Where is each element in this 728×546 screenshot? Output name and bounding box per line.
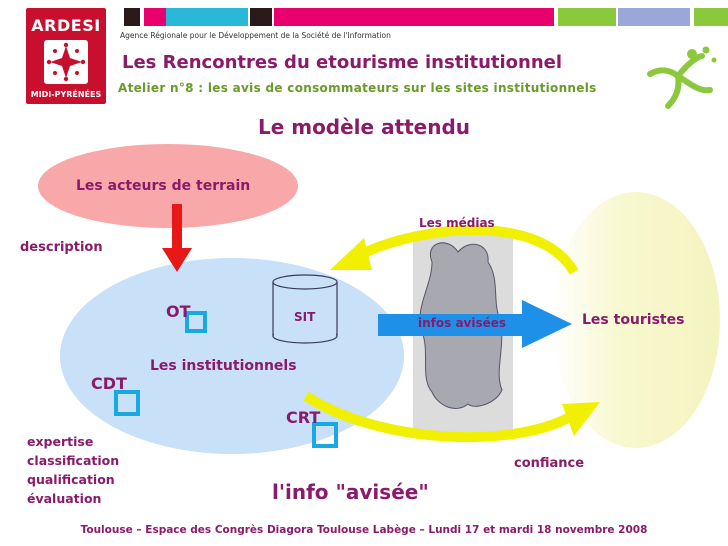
- actors-label: Les acteurs de terrain: [76, 178, 251, 194]
- logo-name: ARDESI: [31, 16, 101, 35]
- confiance-label: confiance: [514, 456, 585, 471]
- atelier-subtitle: Atelier n°8 : les avis de consommateurs …: [118, 81, 597, 95]
- crt-square-icon: [312, 422, 338, 448]
- institutions-ellipse: [60, 258, 404, 454]
- agency-name: Agence Régionale pour le Développement d…: [120, 31, 391, 40]
- occitan-cross-icon: [44, 40, 88, 84]
- header-bar-5: [274, 8, 554, 26]
- footer-text: Toulouse – Espace des Congrès Diagora To…: [80, 524, 648, 536]
- expertise-item: qualification: [27, 472, 115, 487]
- infos-label: infos avisées: [418, 316, 507, 330]
- confidence-arrow-bottom-head: [562, 402, 600, 436]
- sit-cylinder-cover: [274, 326, 336, 336]
- info-avisee-label: l'info "avisée": [272, 480, 429, 504]
- actors-ellipse: [38, 144, 298, 228]
- red-arrow-head: [162, 248, 192, 272]
- crt-label: CRT: [286, 408, 321, 427]
- blue-arrow-head: [522, 300, 572, 348]
- medias-label: Les médias: [419, 216, 495, 230]
- ardesi-logo: ARDESI MIDI-PYRÉNÉES: [26, 8, 106, 104]
- tourists-ellipse: [552, 192, 720, 448]
- blue-arrow-shaft: [378, 314, 524, 336]
- header-bar-7: [618, 8, 690, 26]
- sit-cylinder-top: [272, 274, 338, 290]
- confidence-arrow-bottom: [303, 391, 571, 443]
- ot-square-icon: [185, 311, 207, 333]
- expertise-item: classification: [27, 453, 120, 468]
- slide-title: Le modèle attendu: [257, 115, 471, 139]
- cdt-label: CDT: [91, 374, 127, 393]
- header-bar-2: [144, 8, 166, 26]
- feedback-arrow-top-head: [330, 238, 372, 270]
- cdt-square-icon: [114, 390, 140, 416]
- ot-label: OT: [166, 302, 191, 321]
- logo-region: MIDI-PYRÉNÉES: [30, 90, 102, 99]
- expertise-item: évaluation: [27, 491, 102, 506]
- expertise-list: expertise classification qualification é…: [27, 432, 119, 508]
- institutions-label: Les institutionnels: [150, 358, 297, 374]
- header-bar-1: [124, 8, 140, 26]
- expertise-item: expertise: [27, 434, 94, 449]
- sit-label: SIT: [294, 310, 316, 324]
- tourists-label: Les touristes: [582, 312, 685, 328]
- header-bar-6: [558, 8, 616, 26]
- feedback-arrow-top: [359, 225, 579, 275]
- header-bar-3: [166, 8, 248, 26]
- header-bar-4: [250, 8, 272, 26]
- description-label: description: [20, 240, 103, 255]
- green-figure-icon: [647, 46, 717, 109]
- conference-title: Les Rencontres du etourisme institutionn…: [122, 52, 563, 73]
- red-arrow-shaft: [172, 204, 182, 250]
- header-bar-8: [694, 8, 728, 26]
